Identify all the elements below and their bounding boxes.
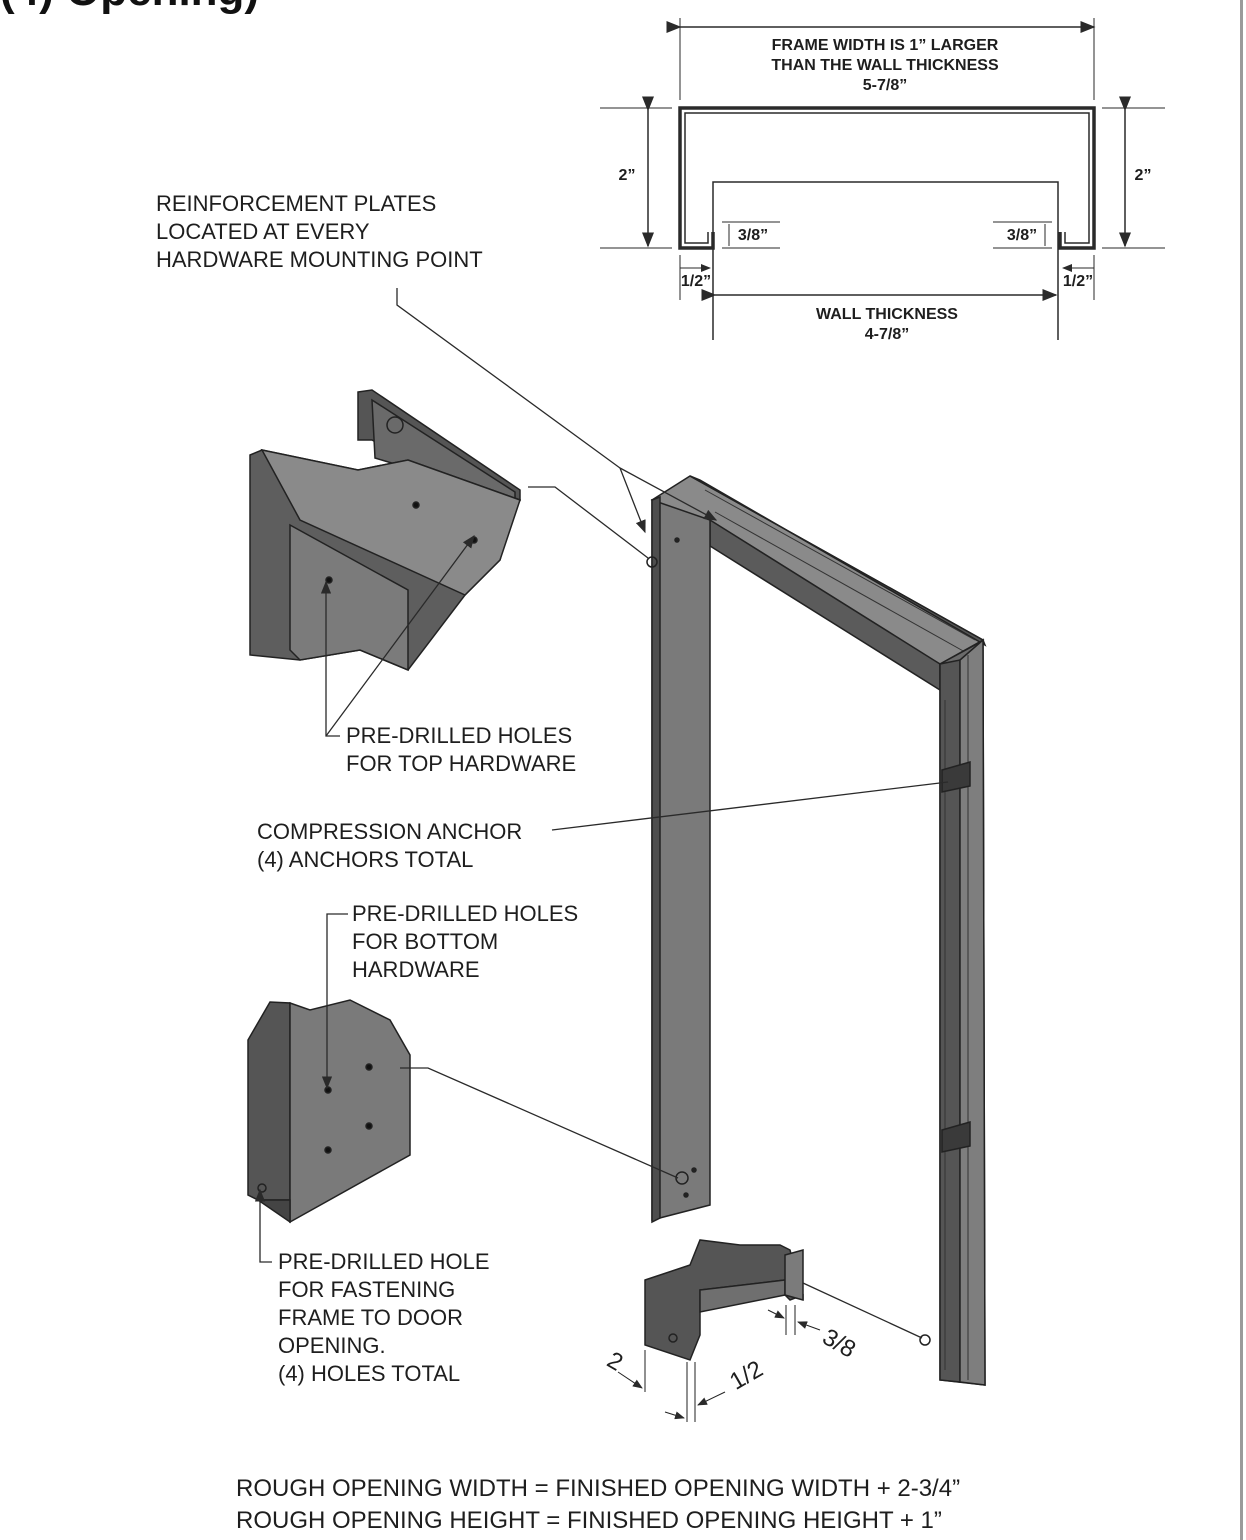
- top-holes-leader-b: [325, 534, 475, 737]
- wall-thickness-label: WALL THICKNESS 4-7/8”: [816, 306, 958, 343]
- anchor-callout: COMPRESSION ANCHOR (4) ANCHORS TOTAL: [257, 819, 523, 872]
- header-fragment: (4) Opening): [0, 0, 259, 16]
- top-detail-connector: [528, 486, 649, 559]
- bottom-detail-connector: [400, 1067, 679, 1179]
- wall-outline: [712, 181, 1059, 340]
- fastening-hole-callout: PRE-DRILLED HOLE FOR FASTENING FRAME TO …: [278, 1249, 490, 1386]
- bottom-hardware-detail: [247, 999, 411, 1224]
- top-hardware-detail: [249, 389, 522, 672]
- fastening-hole-leader: [254, 1188, 272, 1263]
- bottom-holes-leader: [321, 913, 348, 1090]
- reinforcement-leader: [396, 288, 646, 534]
- profile-piece-detail: [617, 1239, 821, 1422]
- right-return-label: 3/8”: [1006, 227, 1038, 244]
- right-depth-label: 2”: [1134, 167, 1152, 184]
- anchor-leader: [551, 781, 949, 831]
- left-depth-label: 2”: [618, 167, 636, 184]
- frame-section-detail: [600, 18, 1165, 340]
- channel-profile-outer: [678, 106, 1096, 250]
- leader-lines: [254, 288, 949, 1339]
- left-lip-label: 1/2”: [680, 273, 712, 290]
- rough-width-formula: ROUGH OPENING WIDTH = FINISHED OPENING W…: [236, 1475, 961, 1502]
- bottom-holes-callout: PRE-DRILLED HOLES FOR BOTTOM HARDWARE: [352, 901, 579, 982]
- left-return-label: 3/8”: [737, 227, 769, 244]
- page-edge: [1240, 0, 1243, 1540]
- channel-profile-inner: [684, 112, 1090, 244]
- profile-detail-connector: [802, 1282, 923, 1339]
- right-lip-label: 1/2”: [1062, 273, 1094, 290]
- reinforcement-callout: REINFORCEMENT PLATES LOCATED AT EVERY HA…: [156, 191, 483, 272]
- top-holes-callout: PRE-DRILLED HOLES FOR TOP HARDWARE: [346, 723, 577, 776]
- door-frame-3d: [646, 475, 987, 1386]
- frame-width-note: FRAME WIDTH IS 1” LARGER THAN THE WALL T…: [771, 37, 999, 94]
- rough-height-formula: ROUGH OPENING HEIGHT = FINISHED OPENING …: [236, 1507, 942, 1534]
